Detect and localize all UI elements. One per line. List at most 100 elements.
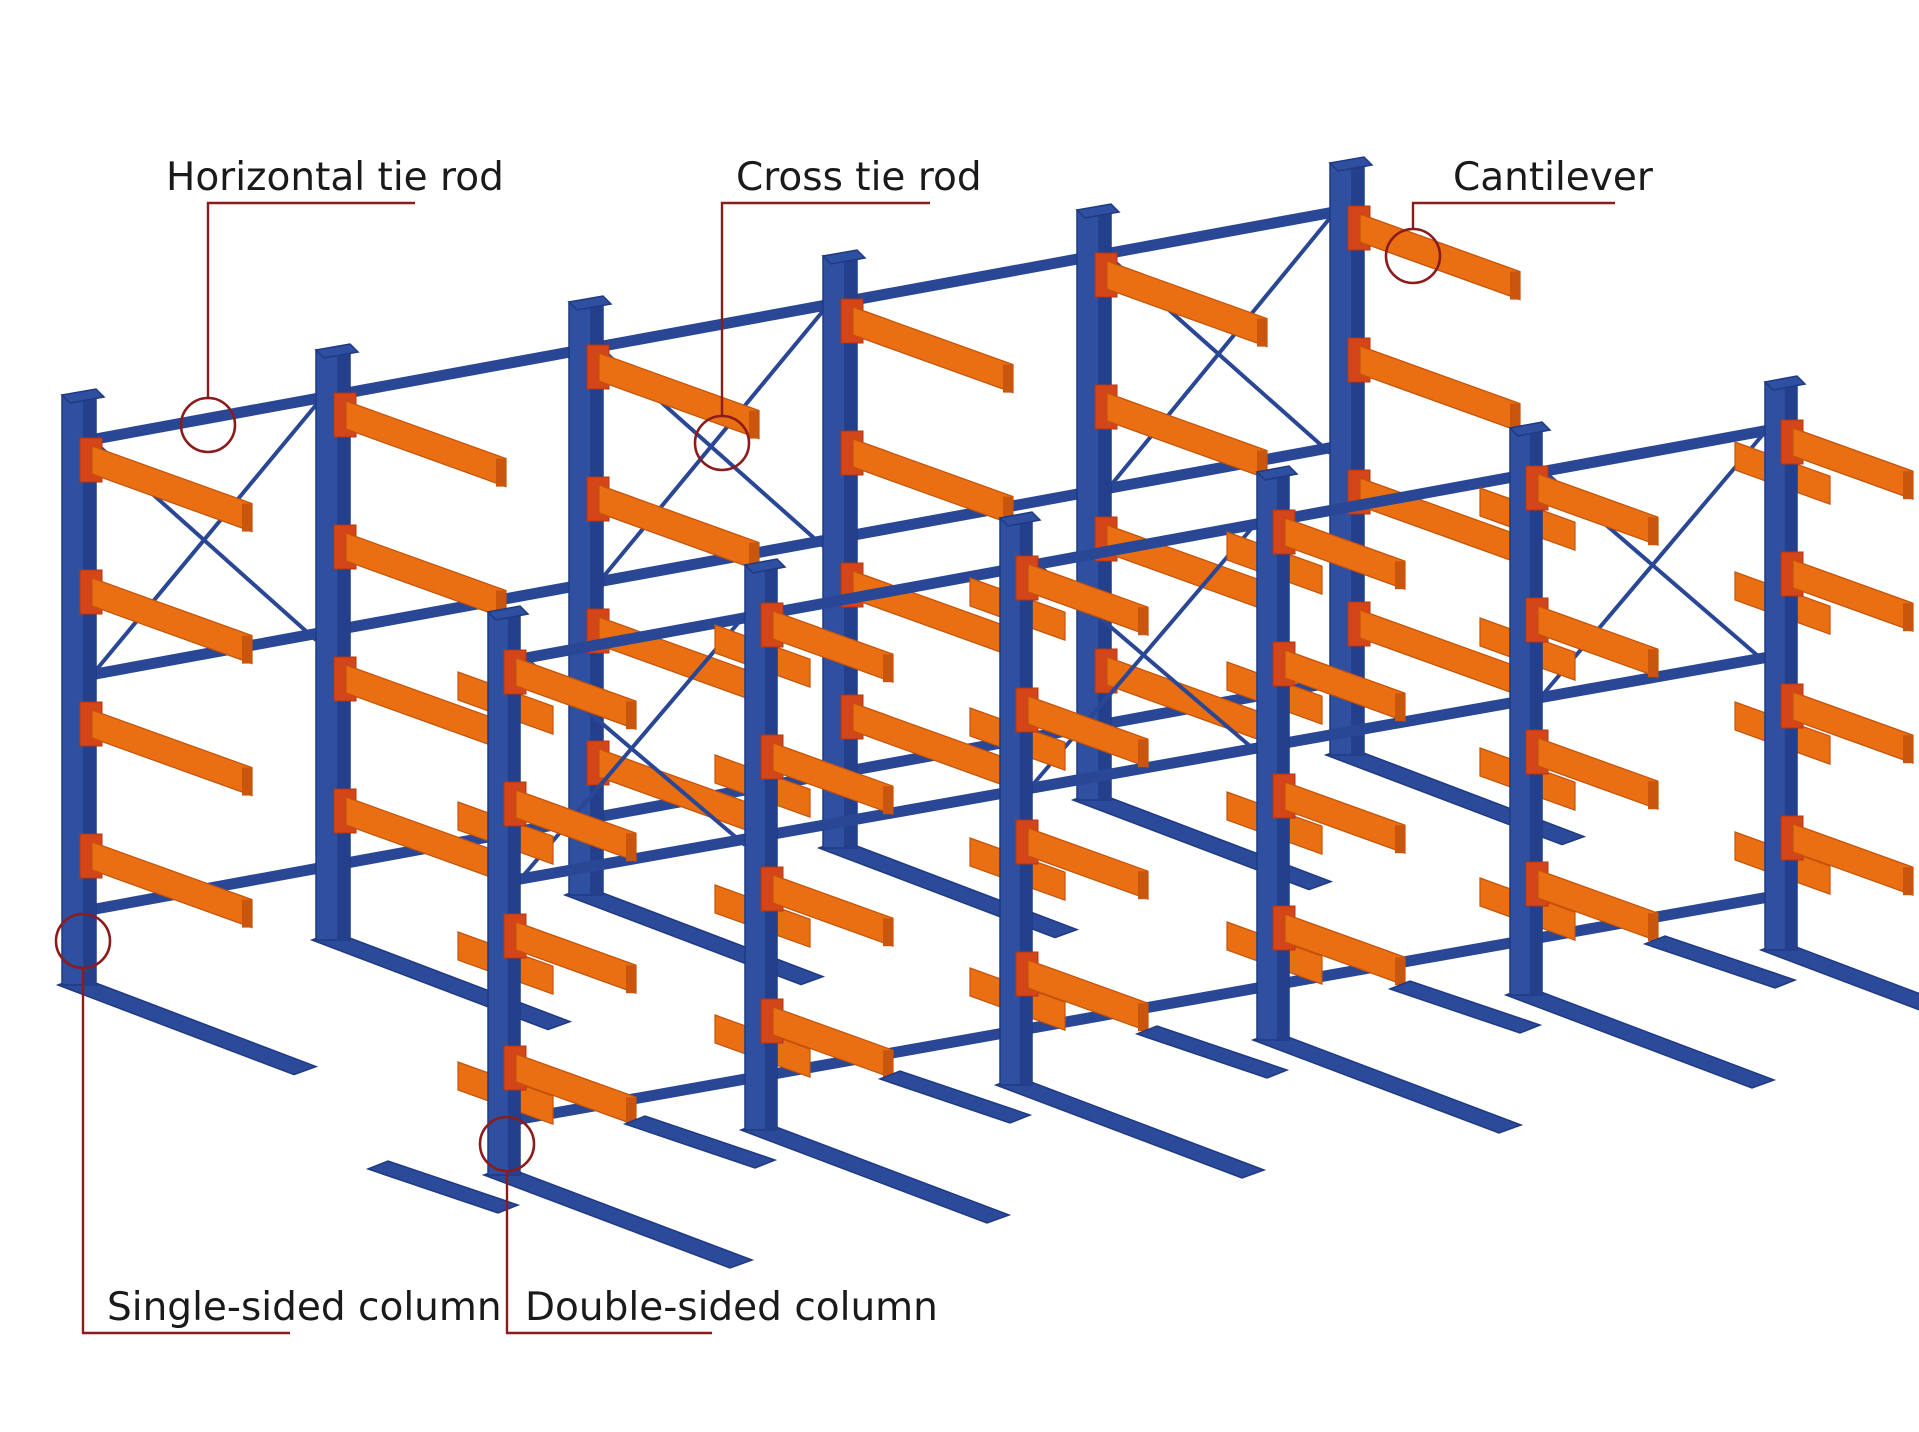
back-cantilever-2-1-end [749,542,759,571]
back-cantilever-1-0-end [496,458,506,487]
cross-tie-rod-front-2b [1538,430,1767,700]
back-column-2-side [590,302,603,895]
leader-single-sided-column [81,968,290,1335]
front-cantilever-5-0-end [1903,471,1913,500]
front-column-3-cap [1255,465,1299,481]
cross-tie-rod-back-1b [597,309,825,584]
front-column-2-cap [998,511,1042,527]
front-column-0-side [507,612,520,1175]
back-base-0 [55,976,319,1076]
front-cantilever-4-1-end [1648,649,1658,678]
front-base-rear-1 [622,1115,778,1169]
leader-cantilever [1411,201,1615,230]
front-cantilever-0-0-end [626,701,636,730]
back-cantilever-0-2 [91,709,253,797]
back-cantilever-4-0 [1106,260,1268,348]
front-cantilever-0-2-end [626,965,636,994]
front-column-5-side [1784,382,1797,950]
back-rack [55,156,1587,1076]
front-cantilever-4-2-end [1648,781,1658,810]
back-column-1-cap [314,343,360,359]
front-column-3-side [1276,472,1289,1040]
back-column-4-side [1098,210,1111,800]
front-base-rear-5 [1642,935,1798,989]
cross-tie-rod-back-0b [90,403,318,677]
back-column-3-cap [821,249,867,265]
cross-tie-rod-back-2b [1105,216,1332,492]
front-base-1 [738,1121,1012,1224]
callouts: Horizontal tie rod Cross tie rod Cantile… [54,155,1654,1335]
back-cantilever-2-0 [598,352,760,440]
leader-horizontal-tie-rod [206,201,415,398]
front-cantilever-3-0-end [1395,561,1405,590]
back-column-3-side [844,256,857,848]
back-cantilever-0-0 [91,445,253,533]
front-column-1-cap [743,558,787,574]
back-column-0-cap [60,388,106,404]
front-base-rear-0 [365,1160,521,1214]
back-column-4-cap [1075,203,1121,219]
front-column-1-side [764,565,777,1130]
label-single-sided-column: Single-sided column [107,1285,502,1330]
callout-cantilever: Cantilever [1384,155,1654,285]
back-cantilever-4-1 [1106,392,1268,480]
front-cantilever-5-2-end [1903,735,1913,764]
front-base-rear-4 [1387,980,1543,1034]
back-column-1-side [337,350,350,940]
back-column-2-cap [567,295,613,311]
callout-single-sided-column: Single-sided column [54,912,502,1335]
front-cantilever-0-1-end [626,833,636,862]
back-cantilever-3-1 [852,438,1014,526]
back-cantilever-1-1 [345,532,507,620]
ring-cross-tie-rod [693,414,751,472]
back-cantilever-2-1 [598,484,760,572]
front-cantilever-2-3-end [1138,1003,1148,1032]
front-cantilever-4-3-end [1648,913,1658,942]
back-cantilever-1-0 [345,400,507,488]
back-cantilever-0-3-end [242,899,252,928]
label-cantilever: Cantilever [1453,155,1654,200]
back-cantilever-0-1-end [242,635,252,664]
front-cantilever-2-2-end [1138,871,1148,900]
front-cantilever-3-2-end [1395,825,1405,854]
back-cantilever-0-0-end [242,503,252,532]
rack-structure [55,156,1919,1269]
front-cantilever-1-3-end [883,1050,893,1079]
front-cantilever-1-1-end [883,786,893,815]
front-column-0-cap [486,605,530,621]
front-cantilever-2-0-end [1138,607,1148,636]
back-cantilever-0-1 [91,577,253,665]
leader-cross-tie-rod [720,201,930,416]
label-cross-tie-rod: Cross tie rod [736,155,982,200]
front-column-4-cap [1508,421,1552,437]
back-column-0-side [83,395,96,985]
front-cantilever-1-0-end [883,654,893,683]
front-base-5 [1758,941,1919,1011]
ring-horizontal-tie-rod [179,396,237,454]
front-cantilever-3-1-end [1395,693,1405,722]
front-horizontal-tie-rod-top [509,422,1786,666]
front-rack [365,375,1919,1269]
back-cantilever-4-0-end [1257,318,1267,347]
front-cantilever-4-0-end [1648,517,1658,546]
ring-cantilever [1384,227,1442,285]
leader-double-sided-column [505,1171,712,1335]
front-cantilever-1-2-end [883,918,893,947]
callout-cross-tie-rod: Cross tie rod [693,155,982,472]
cross-tie-rod-front-1b [1028,520,1259,790]
back-column-5-side [1351,163,1364,755]
cross-tie-rod-front-0b [516,613,747,884]
callout-double-sided-column: Double-sided column [478,1115,938,1335]
horizontal-tie-rod-top [84,204,1351,446]
front-cantilever-5-3-end [1903,867,1913,896]
front-cantilever-2-1-end [1138,739,1148,768]
front-column-4-side [1529,428,1542,995]
callout-horizontal-tie-rod: Horizontal tie rod [166,155,504,454]
label-horizontal-tie-rod: Horizontal tie rod [166,155,504,200]
front-base-rear-2 [877,1070,1033,1124]
back-column-5-cap [1328,156,1374,172]
front-base-0 [481,1166,755,1269]
back-cantilever-5-1 [1359,345,1521,433]
front-column-2-side [1019,518,1032,1085]
back-cantilever-3-0 [852,306,1014,394]
